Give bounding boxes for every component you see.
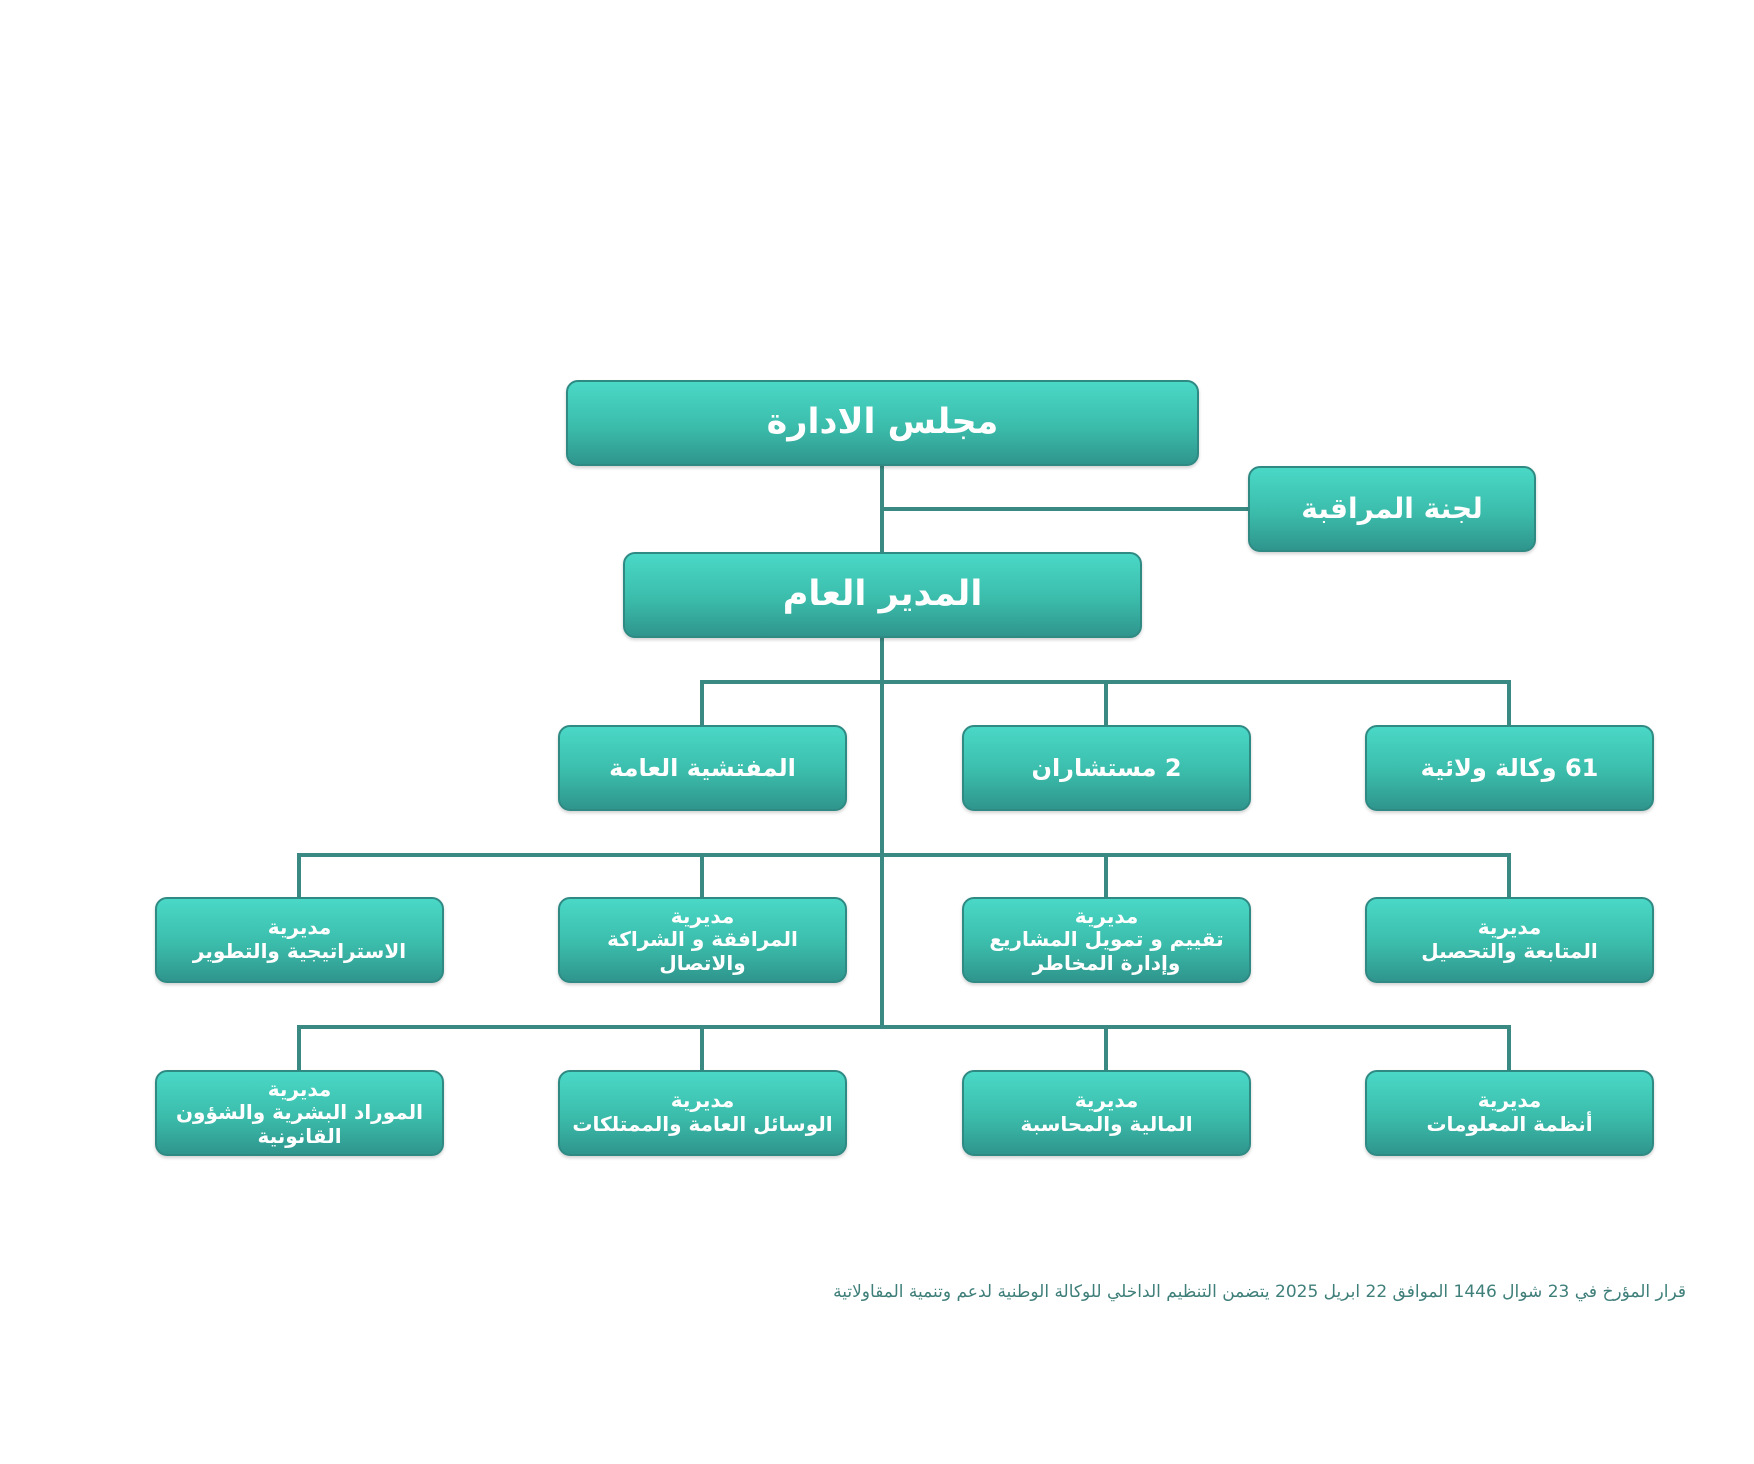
followup-directorate-box: مديرية المتابعة والتحصيل <box>1365 897 1654 983</box>
directorate-prefix: مديرية <box>1074 1088 1139 1113</box>
director-general-label: المدير العام <box>782 574 983 615</box>
directorate-prefix: مديرية <box>1477 915 1542 940</box>
infosys-label: أنظمة المعلومات <box>1426 1112 1593 1136</box>
inspection-label: المفتشية العامة <box>609 753 796 782</box>
watch-committee-label: لجنة المراقبة <box>1301 492 1483 526</box>
board-box: مجلس الادارة <box>566 380 1199 466</box>
projects-label-line1: تقييم و تمويل المشاريع <box>989 927 1224 952</box>
hr-label-line1: الموراد البشرية والشؤون <box>175 1100 424 1125</box>
advisors-box: 2 مستشاران <box>962 725 1251 811</box>
agencies-label: 61 وكالة ولائية <box>1420 753 1599 782</box>
hr-directorate-box: مديرية الموراد البشرية والشؤون القانونية <box>155 1070 444 1156</box>
agencies-box: 61 وكالة ولائية <box>1365 725 1654 811</box>
directorate-prefix: مديرية <box>670 903 735 928</box>
directorate-prefix: مديرية <box>267 1076 332 1101</box>
board-label: مجلس الادارة <box>766 402 999 443</box>
finance-directorate-box: مديرية المالية والمحاسبة <box>962 1070 1251 1156</box>
projects-label-line2: وإدارة المخاطر <box>1032 950 1181 975</box>
watch-committee-box: لجنة المراقبة <box>1248 466 1536 552</box>
strategy-label: الاستراتيجية والتطوير <box>192 939 407 963</box>
director-general-box: المدير العام <box>623 552 1142 638</box>
support-label: المرافقة و الشراكة والاتصال <box>607 927 798 975</box>
directorate-prefix: مديرية <box>267 915 332 940</box>
directorate-prefix: مديرية <box>1477 1088 1542 1113</box>
followup-label: المتابعة والتحصيل <box>1421 939 1598 963</box>
strategy-directorate-box: مديرية الاستراتيجية والتطوير <box>155 897 444 983</box>
finance-label: المالية والمحاسبة <box>1020 1112 1193 1136</box>
advisors-label: 2 مستشاران <box>1031 753 1182 782</box>
support-directorate-box: مديرية المرافقة و الشراكة والاتصال <box>558 897 847 983</box>
hr-label-line2: القانونية <box>257 1123 342 1148</box>
means-label: الوسائل العامة والممتلكات <box>572 1112 833 1136</box>
means-directorate-box: مديرية الوسائل العامة والممتلكات <box>558 1070 847 1156</box>
directorate-prefix: مديرية <box>1074 903 1139 928</box>
directorate-prefix: مديرية <box>670 1088 735 1113</box>
inspection-box: المفتشية العامة <box>558 725 847 811</box>
projects-directorate-box: مديرية تقييم و تمويل المشاريع وإدارة الم… <box>962 897 1251 983</box>
infosys-directorate-box: مديرية أنظمة المعلومات <box>1365 1070 1654 1156</box>
decree-footnote: قرار المؤرخ في 23 شوال 1446 الموافق 22 ا… <box>833 1282 1686 1302</box>
